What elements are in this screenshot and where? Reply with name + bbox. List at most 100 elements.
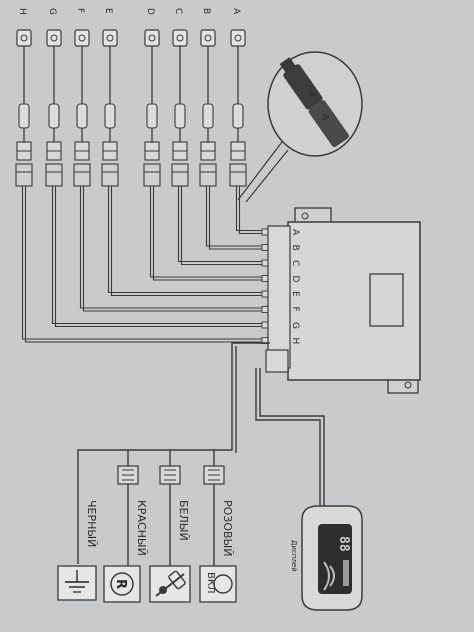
connector-letter: D [290,276,300,283]
sensor-harness-wires [21,186,270,344]
sensor-face [78,34,86,42]
sensor-socket [199,163,217,187]
wire-pin [261,259,269,267]
callout-pointer [237,141,283,201]
sensor-head-icon [230,29,246,47]
display-unit: 88 Дисплей [290,505,363,611]
sensor-cable-boot [174,103,186,129]
sensor-head-icon [172,29,188,47]
splice-connector-red [117,465,139,485]
sensor-letter: A [231,8,241,15]
wire-strand [21,186,270,340]
sensor-connector-block [267,225,291,369]
callout-plug-right [308,100,349,148]
splice-connector-white [159,465,181,485]
sensor-a: A [229,8,247,187]
wire-strand [152,186,270,281]
connector-letter: G [290,322,300,329]
sensor-letter: B [201,8,211,14]
wire-pin [261,321,269,329]
wire-label-black: ЧЕРНЫЙ [85,500,98,547]
ground-icon [57,565,97,601]
sensor-socket [143,163,161,187]
wire-pin [261,244,269,251]
power-trunk-wire [77,342,270,564]
sensor-letter: E [103,8,113,14]
sensor-cable-boot [104,103,116,129]
display-label: Дисплей [290,540,298,572]
reverse-icon: ВКЛ [199,565,237,603]
wire-strand [51,186,270,325]
display-distance-arc-icon [329,565,335,587]
wire-label-red: КРАСНЫЙ [135,500,148,556]
sensor-letter: F [75,8,85,13]
sensor-head-icon [200,29,216,47]
sensor-face [106,34,114,42]
connector-letter: A [290,229,300,236]
sensor-socket [45,163,63,187]
wire-strand [79,186,270,309]
wire-pin [261,228,269,236]
sensor-letter: G [47,8,57,15]
power-r-icon: R [103,565,141,603]
sensor-head-icon [144,29,160,47]
display-distance-arc-icon [323,561,330,591]
sensor-letter: H [17,8,27,15]
callout-letter: A [306,91,317,98]
sensor-face [234,34,242,42]
connector-letter: E [290,291,300,297]
sensor-b: B [199,8,217,187]
sensor-f: F [73,8,91,187]
wire-pin [261,306,269,313]
sensor-cable-boot [202,103,214,129]
mount-hole-icon [301,212,309,220]
sensor-socket [229,163,247,187]
sensor-cable-boot [76,103,88,129]
wire-strand [180,186,270,266]
sensor-face [50,34,58,42]
sensor-letter: D [145,8,155,15]
callout-connector-detail [279,57,349,148]
wire-strand [107,186,270,294]
wire-strand [82,186,270,312]
wire-pin [261,290,269,298]
control-unit-label-window [369,273,404,327]
brake-icon [149,565,191,603]
wire-strand [238,186,270,235]
display-cable [259,368,325,510]
sensor-group: A B C D E F G H [15,8,247,187]
sensor-head-icon [46,29,62,47]
sensor-h: H [15,8,33,187]
display-digits: 88 [336,536,351,552]
sensor-head-icon [16,29,32,47]
wire-strand [110,186,270,297]
sensor-socket [73,163,91,187]
callout-pointer [245,149,289,203]
sensor-socket [171,163,189,187]
wire-label-pink: РОЗОВЫЙ [221,500,234,556]
wire-strand [149,186,270,278]
control-unit-body [287,221,421,381]
sensor-e: E [101,8,119,187]
wire-strand [54,186,270,328]
sensor-head-icon [74,29,90,47]
sensor-cable-boot [18,103,30,129]
connector-letter: C [290,260,300,266]
harness-wire-e [107,186,270,298]
wire-strand [208,186,270,250]
sensor-face [20,34,28,42]
sensor-socket [15,163,33,187]
sensor-face [176,34,184,42]
callout-plug-left [283,64,323,110]
power-connector-block [265,349,289,373]
sensor-head-icon [102,29,118,47]
sensor-d: D [143,8,161,187]
sensor-letter: C [173,8,183,14]
control-unit [265,207,421,394]
sensor-cable-boot [146,103,158,129]
connector-letter: F [290,307,300,312]
sensor-c: C [171,8,189,187]
connector-letter: H [290,338,300,345]
